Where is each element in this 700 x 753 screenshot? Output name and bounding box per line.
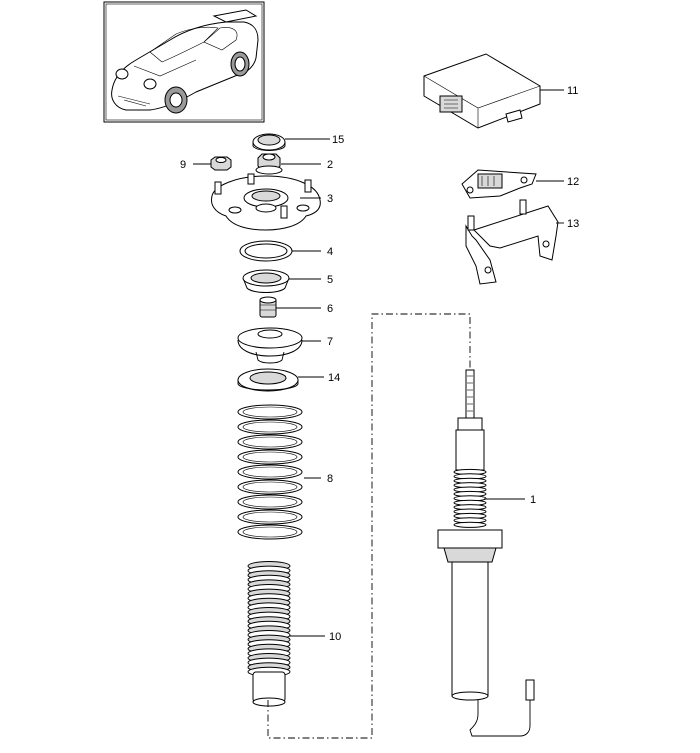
part-4-ring[interactable] [239,240,293,262]
part-6-bushing[interactable] [259,296,277,318]
vehicle-thumbnail[interactable] [103,1,265,123]
callout-5: 5 [327,274,333,286]
part-14-spring-pad[interactable] [237,368,299,392]
callout-14: 14 [328,372,340,384]
part-10-bellows[interactable] [247,561,291,707]
part-3-top-mount[interactable] [211,173,321,231]
callout-9: 9 [180,159,186,171]
part-13-bracket[interactable] [465,199,559,285]
callout-3: 3 [327,193,333,205]
callout-15: 15 [332,134,344,146]
part-9-nut[interactable] [210,156,232,171]
callout-12: 12 [567,176,579,188]
callout-2: 2 [327,159,333,171]
car-drawing [111,9,259,114]
callout-labels: 15 2 9 3 4 5 6 7 14 8 10 1 11 12 13 [180,85,579,643]
callout-10: 10 [329,631,341,643]
part-2-nut[interactable] [255,153,283,175]
part-11-control-unit[interactable] [423,53,541,129]
leader-lines [193,89,564,637]
callout-11: 11 [567,85,578,97]
callout-6: 6 [327,303,333,315]
part-15-cap[interactable] [252,133,286,151]
callout-4: 4 [327,246,333,258]
part-7-spring-seat[interactable] [237,327,303,364]
part-1-shock-absorber[interactable] [437,369,535,737]
callout-7: 7 [327,336,333,348]
part-12-bracket[interactable] [461,169,537,199]
part-8-coil-spring[interactable] [237,404,303,540]
assembly-dashed-line [267,313,471,739]
callout-8: 8 [327,473,333,485]
callout-1: 1 [530,494,536,506]
part-5-seat[interactable] [242,269,290,293]
callout-13: 13 [567,218,579,230]
